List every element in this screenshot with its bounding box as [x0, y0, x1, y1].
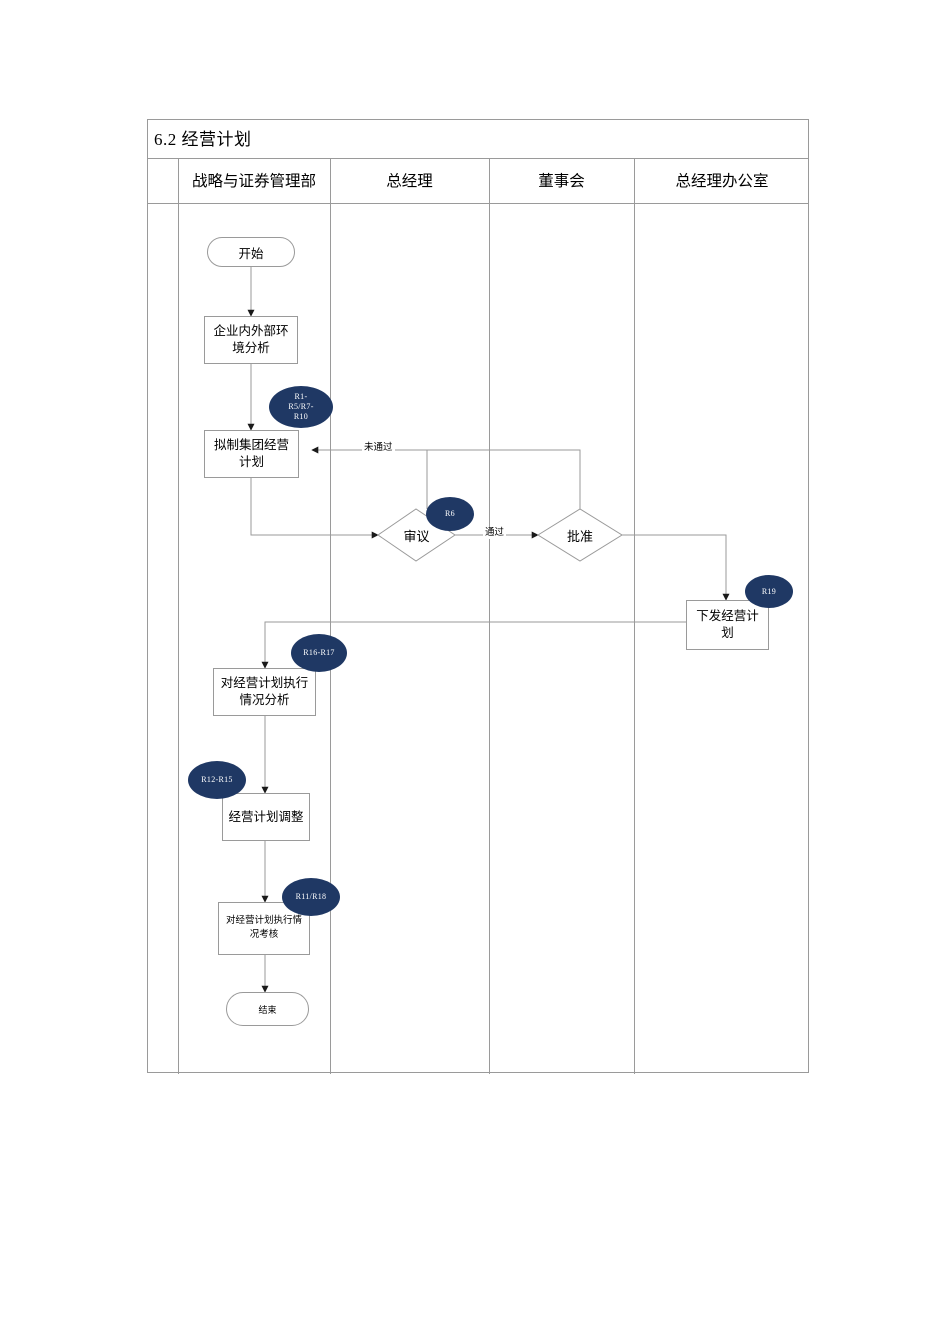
section-title-row: 6.2 经营计划: [148, 120, 808, 159]
node-draft-label: 拟制集团经营计划: [213, 438, 289, 469]
risk-badge-assess[interactable]: R11/R18: [282, 878, 340, 916]
lane-divider-1: [330, 159, 331, 1074]
lane-divider-gutter: [178, 159, 179, 1074]
node-adjust[interactable]: 经营计划调整: [222, 793, 310, 841]
risk-badge-draft-label: R1- R5/R7- R10: [288, 392, 314, 421]
node-issue[interactable]: 下发经营计划: [686, 600, 769, 650]
risk-badge-adjust-label: R12-R15: [201, 775, 233, 784]
edge-label-fail: 未通过: [362, 443, 395, 454]
risk-badge-adjust[interactable]: R12-R15: [188, 761, 246, 799]
risk-badge-review[interactable]: R6: [426, 497, 474, 531]
node-approve[interactable]: 批准: [538, 509, 622, 561]
lane-divider-3: [634, 159, 635, 1074]
node-exec-analysis-label: 对经营计划执行情况分析: [220, 676, 309, 707]
node-review-label: 审议: [403, 528, 430, 544]
risk-badge-draft[interactable]: R1- R5/R7- R10: [269, 386, 333, 428]
risk-badge-issue-label: R19: [761, 586, 777, 596]
node-analysis-label: 企业内外部环境分析: [213, 324, 289, 355]
node-assess[interactable]: 对经营计划执行情况考核: [218, 902, 310, 955]
node-approve-label: 批准: [566, 528, 593, 544]
node-end-label: 结束: [258, 1004, 277, 1015]
lane-header-board: 董事会: [538, 173, 585, 190]
lane-divider-2: [489, 159, 490, 1074]
node-issue-label: 下发经营计划: [696, 609, 759, 640]
risk-badge-assess-label: R11/R18: [295, 892, 327, 901]
edge-label-pass: 通过: [483, 528, 507, 539]
node-exec-analysis[interactable]: 对经营计划执行情况分析: [213, 668, 316, 716]
lane-header-strategy: 战略与证券管理部: [191, 173, 316, 190]
page-title: 6.2 经营计划: [154, 130, 252, 149]
node-assess-label: 对经营计划执行情况考核: [225, 915, 302, 940]
node-end[interactable]: 结束: [226, 992, 309, 1026]
node-start[interactable]: 开始: [207, 237, 295, 267]
node-start-label: 开始: [238, 246, 264, 261]
risk-badge-review-label: R6: [445, 509, 455, 518]
node-draft[interactable]: 拟制集团经营计划: [204, 430, 299, 478]
node-review[interactable]: 审议: [378, 509, 455, 561]
lane-header-gm: 总经理: [386, 173, 433, 190]
lane-header-gm-office: 总经理办公室: [675, 173, 769, 190]
risk-badge-issue[interactable]: R19: [745, 575, 793, 608]
node-adjust-label: 经营计划调整: [228, 809, 304, 824]
risk-badge-exec-analysis-label: R16-R17: [303, 648, 335, 657]
swimlane-header-row: 战略与证券管理部 总经理 董事会 总经理办公室: [148, 159, 808, 204]
node-analysis[interactable]: 企业内外部环境分析: [204, 316, 298, 364]
risk-badge-exec-analysis[interactable]: R16-R17: [291, 634, 347, 672]
